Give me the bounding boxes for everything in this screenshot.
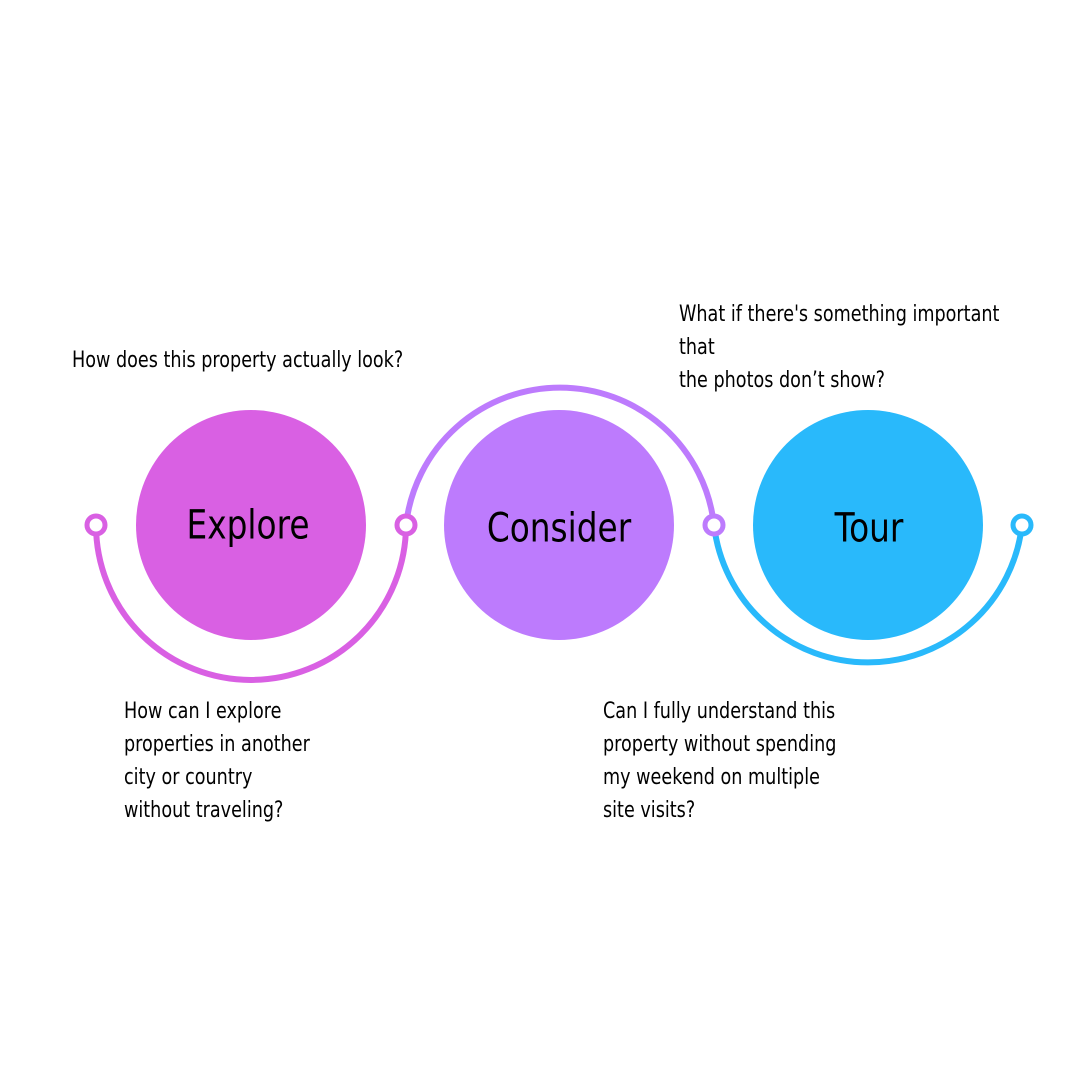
consider-tour-node: [702, 513, 726, 537]
tour-circle: [753, 410, 983, 640]
explore-bottom-question: How can I explore properties in another …: [124, 699, 310, 823]
tour-bottom-question: Can I fully understand this property wit…: [603, 699, 837, 823]
consider-circle: [444, 410, 674, 640]
explore-label: Explore: [186, 501, 309, 548]
explore-circle: [136, 410, 366, 640]
consider-label: Consider: [487, 504, 632, 551]
consider-connector-arc: [403, 384, 717, 526]
end-node: [1010, 513, 1034, 537]
explore-consider-node: [394, 513, 418, 537]
start-node: [84, 513, 108, 537]
tour-top-question: What if there's something important that…: [679, 302, 1000, 393]
explore-connector-arc: [93, 524, 409, 683]
explore-top-question: How does this property actually look?: [72, 348, 404, 373]
tour-label: Tour: [834, 504, 905, 551]
tour-connector-arc: [711, 524, 1025, 666]
